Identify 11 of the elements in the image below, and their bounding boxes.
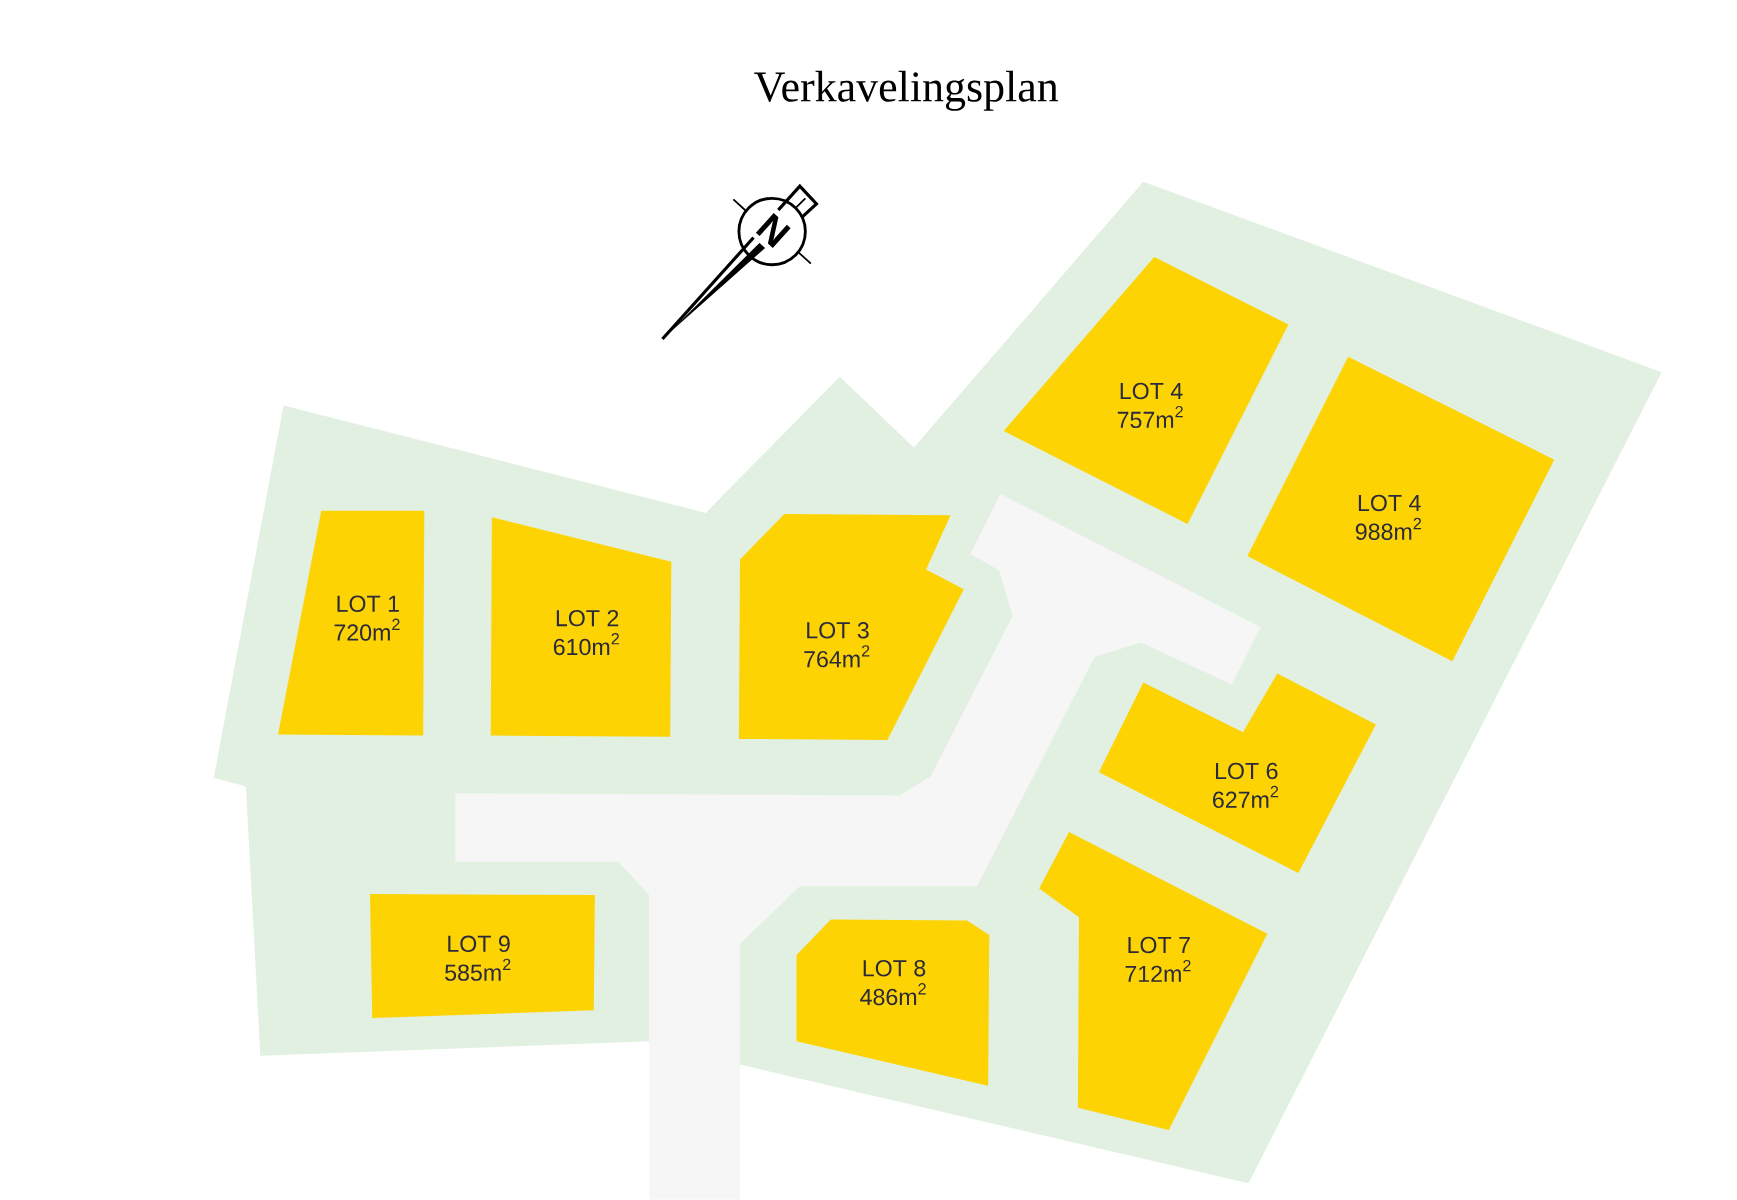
title: Verkavelingsplan: [754, 71, 1059, 111]
lot-parcel: LOT 4 988m$^{2}$: [1247, 356, 1555, 662]
lot-parcel: LOT 9 585m$^{2}$: [370, 894, 595, 1019]
lot-parcel: LOT 3 764m$^{2}$: [738, 514, 964, 741]
lot-parcel: LOT 2 610m$^{2}$: [490, 517, 672, 737]
lot-parcel: LOT 6 627m$^{2}$: [1098, 673, 1376, 874]
lot-parcel: LOT 1 720m$^{2}$: [278, 510, 425, 736]
lot-parcel: LOT 7 712m$^{2}$: [1039, 832, 1268, 1131]
north-letter: N: [746, 203, 800, 258]
lot-parcel: LOT 8 486m$^{2}$: [796, 919, 990, 1086]
lot-parcel: LOT 4 757m$^{2}$: [1003, 257, 1289, 525]
